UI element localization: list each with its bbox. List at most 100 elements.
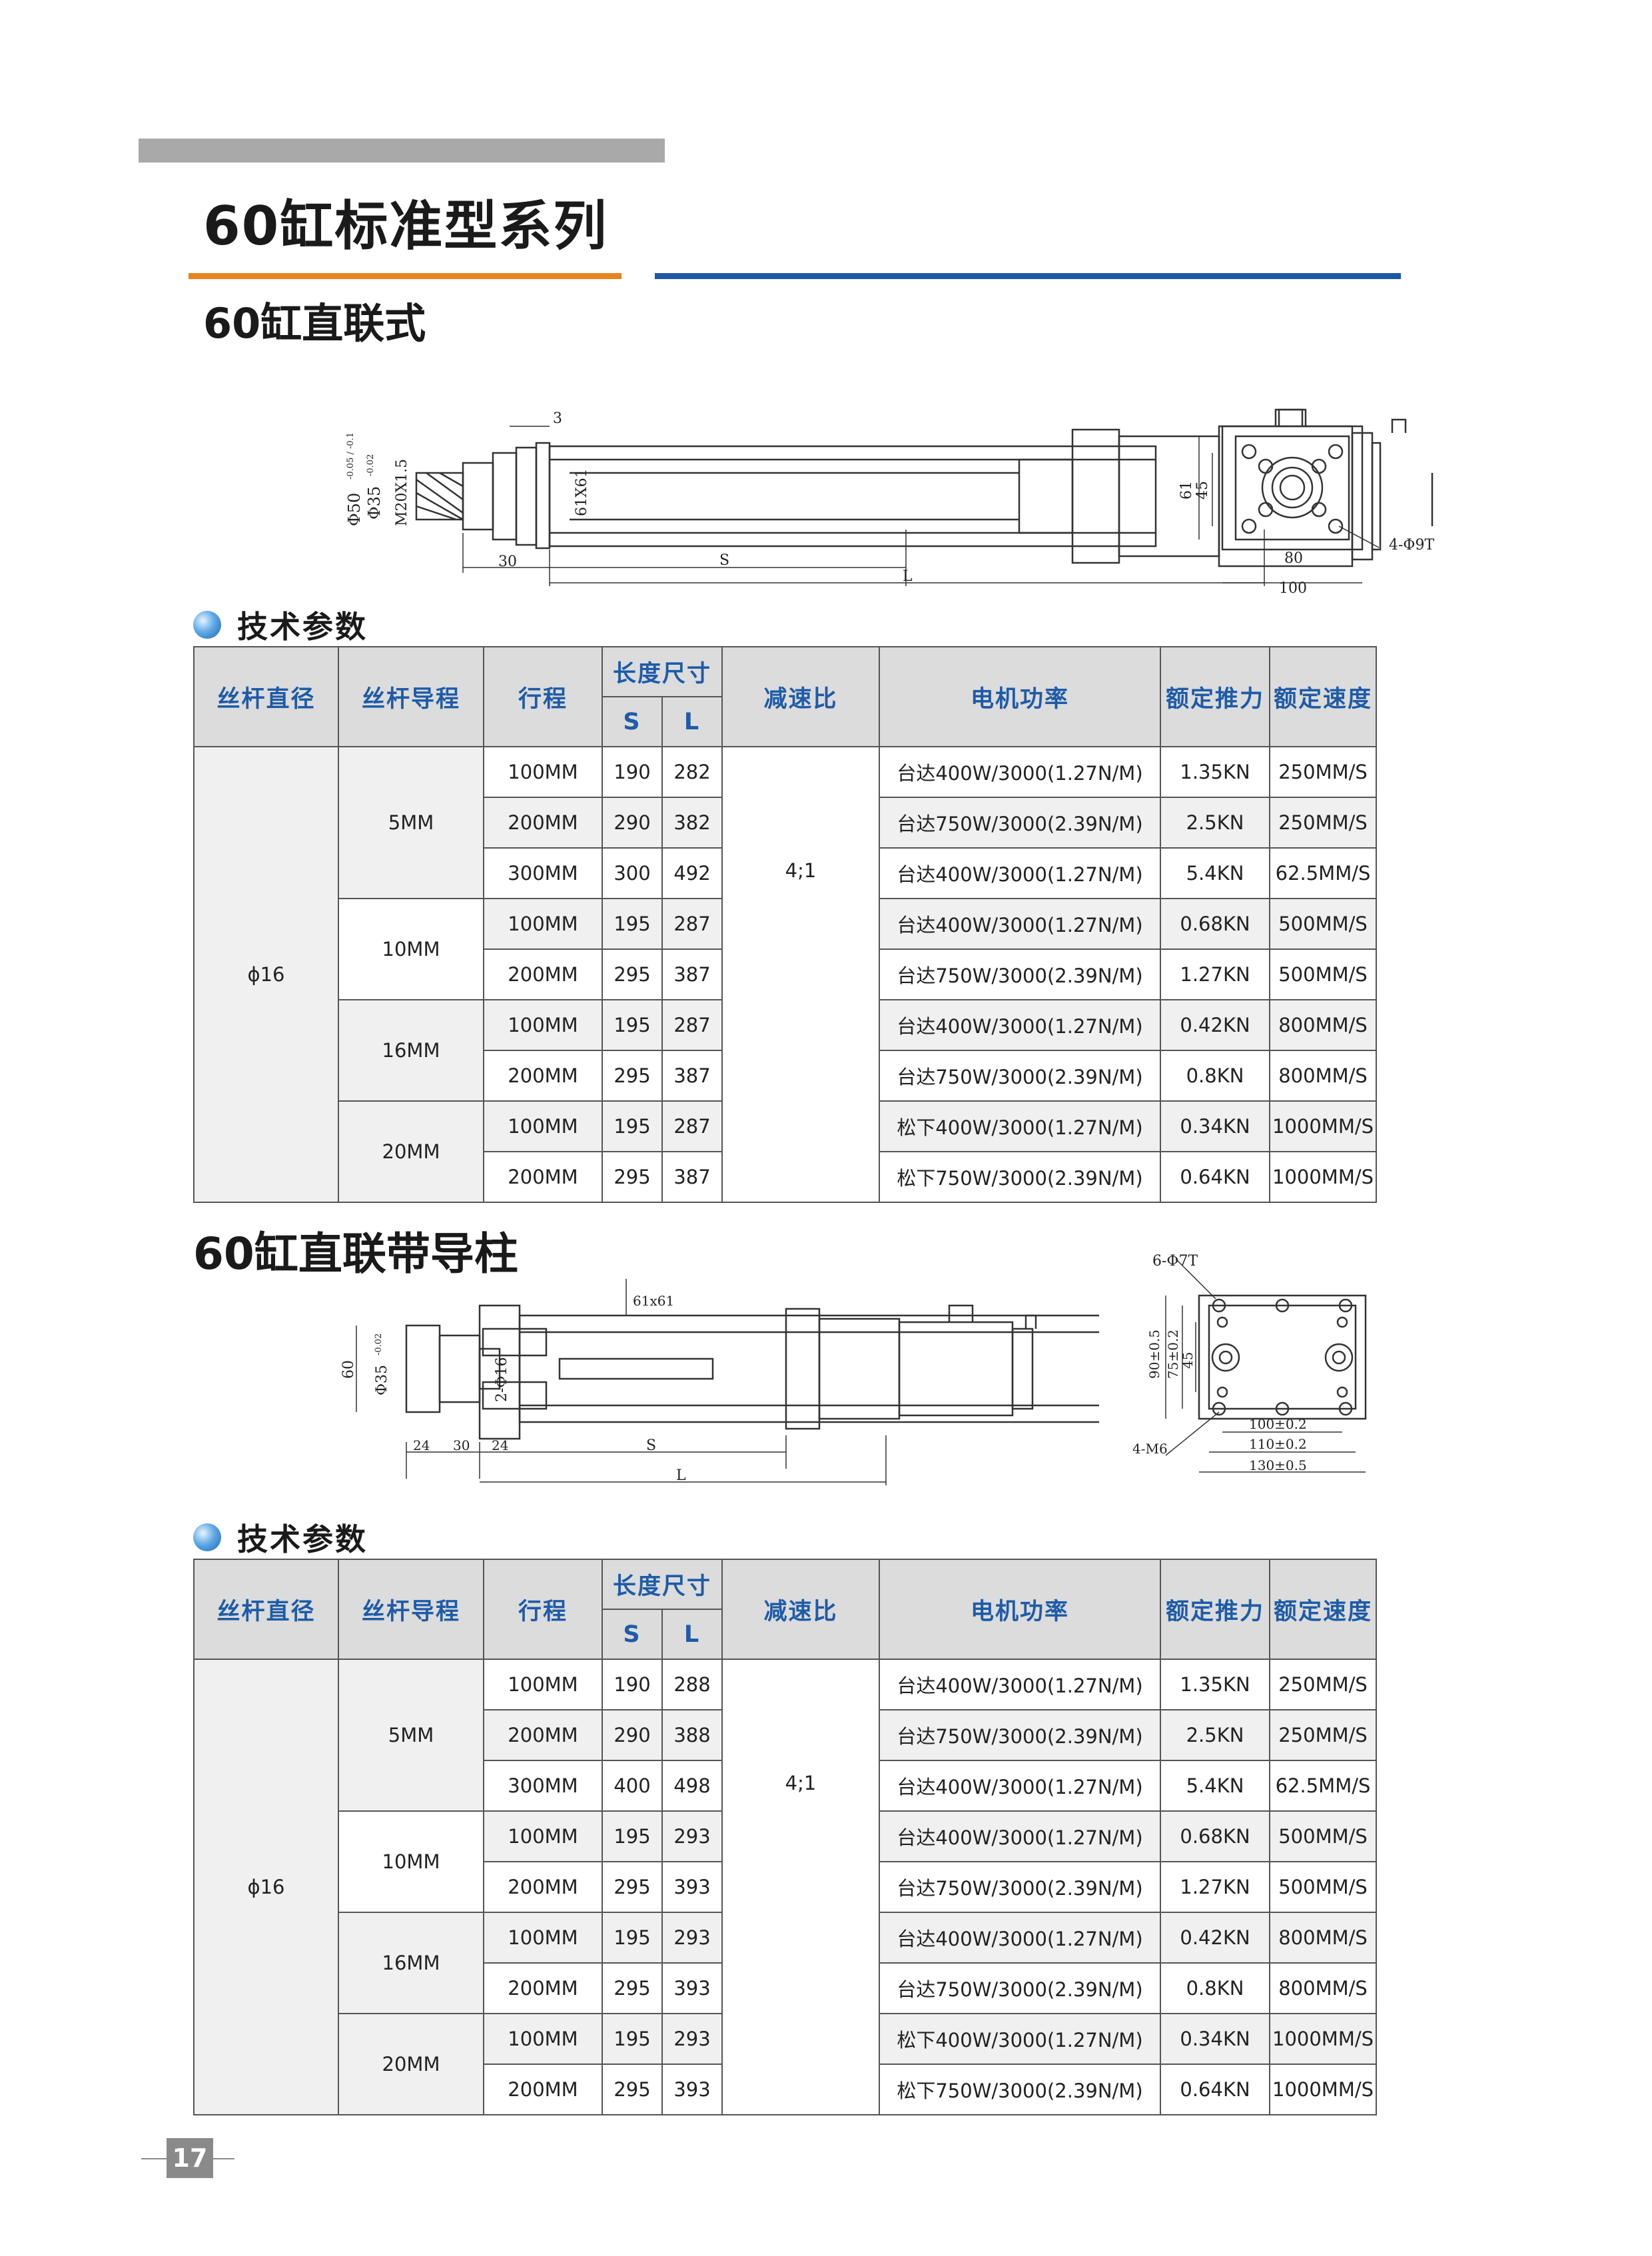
cell-stroke: 100MM [483, 898, 603, 950]
cell-diameter: ϕ16 [193, 1659, 339, 2115]
cell-stroke: 200MM [483, 948, 603, 1000]
col-header-stroke: 行程 [483, 1559, 603, 1660]
cell-l: 387 [661, 1151, 723, 1203]
cell-thrust: 2.5KN [1160, 797, 1271, 849]
header-decor-bar [139, 139, 665, 163]
cell-thrust: 0.34KN [1160, 2013, 1271, 2065]
page-number: 17 [167, 2138, 213, 2178]
cell-motor: 台达400W/3000(1.27N/M) [879, 1760, 1162, 1812]
cell-stroke: 100MM [483, 1659, 603, 1710]
cell-speed: 500MM/S [1269, 898, 1378, 950]
cell-thrust: 0.34KN [1160, 1100, 1271, 1152]
cell-speed: 500MM/S [1269, 948, 1378, 1000]
svg-text:60: 60 [340, 1360, 357, 1379]
cell-stroke: 200MM [483, 1151, 603, 1203]
cell-s: 195 [602, 1100, 663, 1152]
col-header-thrust: 额定推力 [1160, 646, 1271, 747]
cell-stroke: 100MM [483, 999, 603, 1051]
tech-params-label: 技术参数 [237, 1521, 368, 1557]
cell-speed: 800MM/S [1269, 1962, 1378, 2014]
cell-motor: 松下750W/3000(2.39N/M) [879, 2064, 1162, 2115]
cell-thrust: 2.5KN [1160, 1709, 1271, 1761]
svg-text:S: S [719, 552, 729, 569]
cell-thrust: 0.42KN [1160, 1912, 1271, 1964]
cell-l: 382 [661, 797, 723, 849]
ratio-value: 4;1 [785, 859, 817, 882]
cell-lead: 20MM [338, 1100, 484, 1203]
cell-l: 393 [661, 1861, 723, 1913]
cell-stroke: 100MM [483, 1810, 603, 1862]
cell-lead: 16MM [338, 999, 484, 1102]
cell-stroke: 200MM [483, 1709, 603, 1761]
svg-text:4-Φ9T: 4-Φ9T [1389, 537, 1434, 554]
svg-text:L: L [676, 1467, 686, 1484]
cell-s: 290 [602, 797, 663, 849]
cell-stroke: 100MM [483, 1100, 603, 1152]
cell-l: 492 [661, 847, 723, 899]
page-title: 60缸标准型系列 [203, 195, 608, 257]
cell-motor: 台达750W/3000(2.39N/M) [879, 948, 1162, 1000]
col-header-ratio: 减速比 [721, 646, 881, 747]
cell-stroke: 100MM [483, 2013, 603, 2065]
cell-motor: 台达750W/3000(2.39N/M) [879, 797, 1162, 849]
cell-s: 400 [602, 1760, 663, 1812]
section-title-direct: 60缸直联式 [203, 299, 426, 348]
cell-s: 295 [602, 948, 663, 1000]
cell-s: 295 [602, 2064, 663, 2115]
cell-motor: 台达750W/3000(2.39N/M) [879, 1709, 1162, 1761]
cell-speed: 800MM/S [1269, 1912, 1378, 1964]
col-header-speed: 额定速度 [1269, 646, 1378, 747]
cell-thrust: 0.64KN [1160, 2064, 1271, 2115]
tech-params-label: 技术参数 [237, 609, 368, 645]
svg-text:30: 30 [453, 1437, 470, 1453]
cell-speed: 1000MM/S [1269, 1151, 1378, 1203]
cell-speed: 62.5MM/S [1269, 1760, 1378, 1812]
title-underline-blue [655, 273, 1401, 279]
ratio-value: 4;1 [785, 1772, 817, 1794]
svg-text:100±0.2: 100±0.2 [1249, 1416, 1307, 1432]
cell-motor: 台达400W/3000(1.27N/M) [879, 1912, 1162, 1964]
cell-thrust: 1.35KN [1160, 1659, 1271, 1710]
cell-thrust: 0.42KN [1160, 999, 1271, 1051]
cell-motor: 松下400W/3000(1.27N/M) [879, 1100, 1162, 1152]
col-header-screw-lead: 丝杆导程 [338, 646, 484, 747]
svg-text:-0.02: -0.02 [374, 1333, 384, 1355]
cell-speed: 62.5MM/S [1269, 847, 1378, 899]
cell-s: 195 [602, 1912, 663, 1964]
svg-text:80: 80 [1284, 550, 1303, 567]
cell-stroke: 200MM [483, 797, 603, 849]
cell-lead: 16MM [338, 1912, 484, 2014]
svg-text:3: 3 [553, 410, 562, 427]
cell-stroke: 300MM [483, 847, 603, 899]
svg-text:Φ35: Φ35 [365, 486, 384, 520]
drawing-guided-endview: 6-Φ7T 90±0.5 75±0.2 45 100±0.2 110±0.2 1… [1132, 1253, 1367, 1473]
cell-s: 290 [602, 1709, 663, 1761]
cell-motor: 台达750W/3000(2.39N/M) [879, 1962, 1162, 2014]
cell-speed: 500MM/S [1269, 1861, 1378, 1913]
cell-motor: 台达750W/3000(2.39N/M) [879, 1861, 1162, 1913]
svg-text:100: 100 [1279, 580, 1307, 597]
cell-s: 300 [602, 847, 663, 899]
cell-l: 293 [661, 1810, 723, 1862]
svg-text:M20X1.5: M20X1.5 [394, 459, 410, 526]
spec-table-guided: 丝杆直径 丝杆导程 行程 长度尺寸 减速比 电机功率 额定推力 额定速度 S L… [193, 1559, 1378, 2115]
cell-s: 190 [602, 746, 663, 798]
cell-ratio: 4;1 [721, 746, 881, 1203]
cell-stroke: 200MM [483, 1050, 603, 1102]
cell-thrust: 5.4KN [1160, 1760, 1271, 1812]
cell-speed: 500MM/S [1269, 1810, 1378, 1862]
cell-motor: 松下750W/3000(2.39N/M) [879, 1151, 1162, 1203]
col-header-thrust: 额定推力 [1160, 1559, 1271, 1660]
cell-s: 295 [602, 1962, 663, 2014]
cell-l: 288 [661, 1659, 723, 1710]
cell-thrust: 0.68KN [1160, 1810, 1271, 1862]
cell-l: 282 [661, 746, 723, 798]
cell-speed: 250MM/S [1269, 1709, 1378, 1761]
spec-table-direct: 丝杆直径 丝杆导程 行程 长度尺寸 减速比 电机功率 额定推力 额定速度 S L… [193, 646, 1378, 1203]
cell-speed: 800MM/S [1269, 999, 1378, 1051]
cell-ratio: 4;1 [721, 1659, 881, 2115]
svg-text:61x61: 61x61 [633, 1293, 674, 1309]
col-header-screw-lead: 丝杆导程 [338, 1559, 484, 1660]
cell-speed: 250MM/S [1269, 746, 1378, 798]
cell-thrust: 1.27KN [1160, 1861, 1271, 1913]
